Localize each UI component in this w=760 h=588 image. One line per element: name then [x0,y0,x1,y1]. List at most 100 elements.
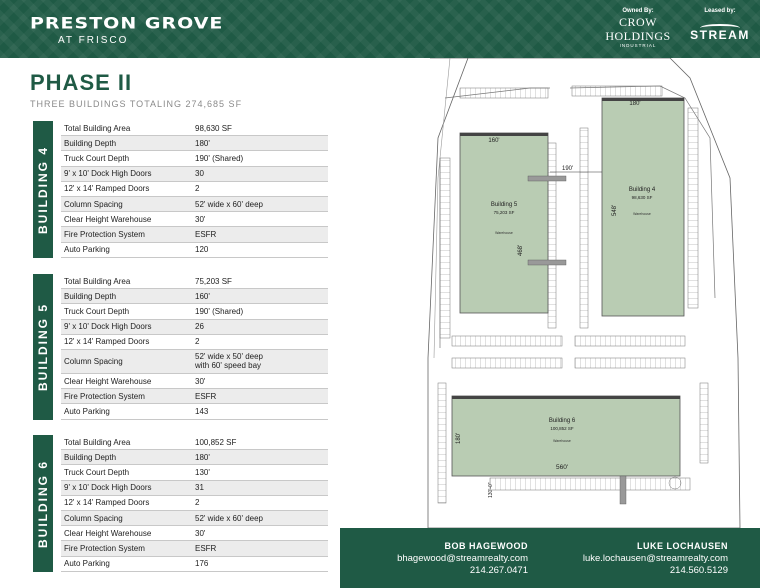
spec-key: Auto Parking [64,406,110,416]
contact-email[interactable]: luke.lochausen@streamrealty.com [582,553,728,564]
table-row: 12' x 14' Ramped Doors 2 [61,496,328,511]
spec-value: ESFR [195,229,217,239]
contact-name: LUKE LOCHAUSEN [636,541,728,551]
table-row: Total Building Area 100,852 SF [61,435,328,451]
spec-key: Truck Court Depth [64,153,130,163]
spec-value: 2 [195,498,200,508]
brand-sub: AT FRISCO [58,35,129,46]
contact-card: LUKE LOCHAUSEN luke.lochausen@streamreal… [583,541,728,576]
spec-value: 75,203 SF [195,276,232,286]
spec-value: 30 [195,169,204,179]
parking-row [451,335,563,347]
spec-key: Clear Height Warehouse [64,528,152,538]
b5-area: 75,203 SF [494,210,515,215]
spec-key: Column Spacing [64,199,123,209]
parking-row [687,107,699,309]
spec-key: Column Spacing [64,513,123,523]
turnaround [668,476,682,490]
b6-warehouse: Warehouse [553,439,571,443]
spec-key: 12' x 14' Ramped Doors [64,498,150,508]
b4-area: 98,630 SF [632,195,653,200]
spec-value: 2 [195,337,200,347]
spec-value: ESFR [195,543,217,553]
spec-key: 9' x 10' Dock High Doors [64,322,152,332]
parking-row [574,357,686,369]
b6-length: 560' [556,464,568,471]
table-row: Fire Protection System ESFR [61,389,328,405]
contact-email[interactable]: bhagewood@streamrealty.com [397,553,528,564]
contact-phone[interactable]: 214.267.0471 [469,565,528,576]
b5-name: Building 5 [491,202,518,208]
leased-label: Leased by: [704,8,736,14]
spec-value: 180' [195,452,210,462]
spec-key: Fire Protection System [64,391,145,401]
truck-stalls [547,142,557,329]
page-title: PHASE II [30,70,133,95]
parking-row [699,382,709,464]
header-band: PRESTON GROVE AT FRISCO Owned By: CROW H… [0,0,760,58]
owned-label: Owned By: [622,8,654,14]
spec-value: 31 [195,483,204,493]
owner-sub: INDUSTRIAL [619,43,657,48]
spec-key: Auto Parking [64,245,110,255]
spec-value: 30' [195,528,206,538]
table-row: Column Spacing 52' wide x 60' deep [61,510,328,527]
building-6-specs: BUILDING 6 Total Building Area 100,852 SF… [33,435,328,572]
spec-value: 143 [195,406,209,416]
building-label-text: BUILDING 6 [36,459,50,548]
contact-phone[interactable]: 214.560.5129 [669,565,728,576]
table-row: Auto Parking 143 [61,404,328,420]
spec-value: 52' wide x 60' deep [195,513,263,523]
building-label: BUILDING 5 [33,274,53,420]
spec-key: Clear Height Warehouse [64,376,152,386]
spec-value: 100,852 SF [195,437,237,447]
swoosh-icon [700,24,740,32]
spec-key: Fire Protection System [64,229,145,239]
spec-key: Fire Protection System [64,543,145,553]
b4-warehouse: Warehouse [633,212,651,216]
b5-length: 468' [518,245,524,256]
screen-wall [527,259,567,266]
parking-row [571,85,663,97]
contact-band: BOB HAGEWOOD bhagewood@streamrealty.com … [340,528,760,588]
spec-key: Total Building Area [64,123,131,133]
spec-key: 12' x 14' Ramped Doors [64,337,150,347]
owner-name-2: HOLDINGS [605,29,671,43]
table-row: Clear Height Warehouse 30' [61,526,328,542]
spec-value: ESFR [195,391,217,401]
spec-value: 130' [195,467,210,477]
building-edge [602,98,684,101]
spec-key: Column Spacing [64,356,123,366]
parking-row [574,335,686,347]
cell-line: with 60' speed bay [195,361,262,371]
table-row: 12' x 14' Ramped Doors 2 [61,335,328,350]
spec-value: 176 [195,559,209,569]
building-label: BUILDING 4 [33,121,53,258]
b6-depth: 180' [456,433,462,444]
b5-warehouse: Warehouse [495,231,513,235]
spec-key: Total Building Area [64,437,131,447]
table-row: 9' x 10' Dock High Doors 30 [61,166,328,182]
table-row: Fire Protection System ESFR [61,227,328,243]
leasing-logo: Leased by: STREAM [688,8,752,42]
building-6-footprint [451,395,681,477]
parking-row [451,357,563,369]
spec-value: 120 [195,245,209,255]
parking-row [439,157,451,339]
site-boundary [427,58,741,528]
spec-value: 190' (Shared) [195,153,244,163]
table-row: Fire Protection System ESFR [61,541,328,557]
screen-wall [619,475,627,505]
spec-key: 9' x 10' Dock High Doors [64,169,152,179]
spec-key: 12' x 14' Ramped Doors [64,184,150,194]
site-plan: Building 5 75,203 SF Warehouse 160' 468'… [427,58,741,528]
